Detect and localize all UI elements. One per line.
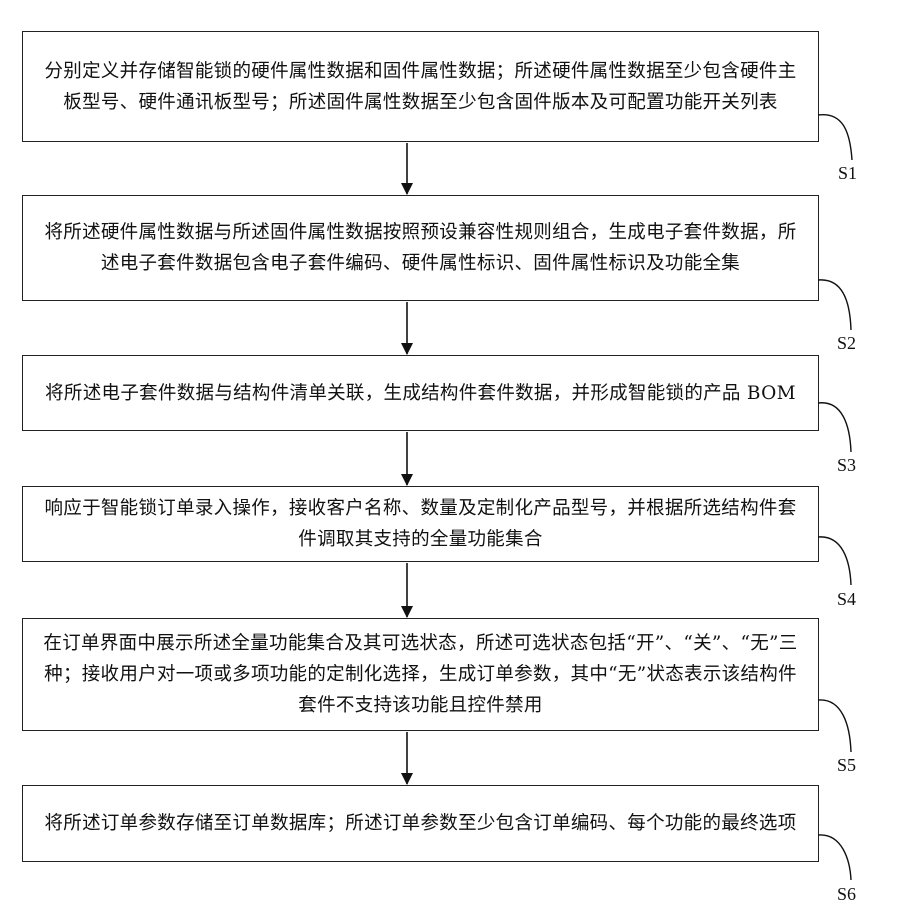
arrowhead-s2-s3 (401, 343, 413, 355)
arrowhead-s4-s5 (401, 606, 413, 618)
leader-s6 (818, 835, 851, 880)
step-label-s3: S3 (837, 455, 856, 476)
leader-s4 (818, 537, 851, 585)
step-label-s6: S6 (837, 884, 856, 905)
arrowhead-s3-s4 (401, 474, 413, 486)
step-label-s1: S1 (838, 163, 857, 184)
step-label-s2: S2 (837, 333, 856, 354)
leader-s5 (818, 700, 851, 752)
arrowhead-s5-s6 (401, 773, 413, 785)
arrowhead-s1-s2 (401, 183, 413, 195)
leader-s3 (818, 403, 851, 452)
step-label-s5: S5 (837, 755, 856, 776)
step-label-s4: S4 (837, 589, 856, 610)
leader-s1 (818, 115, 852, 160)
leader-s2 (818, 280, 851, 330)
